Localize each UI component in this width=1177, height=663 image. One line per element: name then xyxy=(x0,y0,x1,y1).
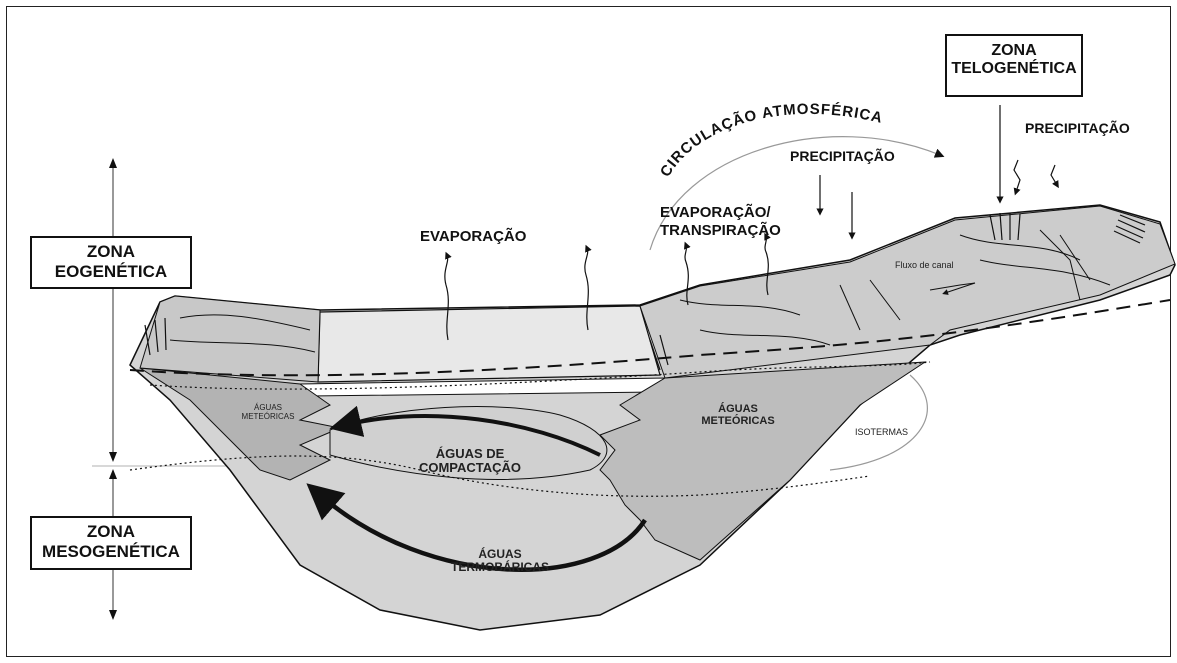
label-fluxo-canal: Fluxo de canal xyxy=(895,261,954,271)
label-aguas-meteoricas-right-1: ÁGUAS xyxy=(718,403,758,415)
label-evaporacao: EVAPORAÇÃO xyxy=(420,228,526,245)
label-precipitacao-1: PRECIPITAÇÃO xyxy=(790,148,895,164)
label-aguas-meteoricas-left: ÁGUAS METEÓRICAS xyxy=(228,404,308,422)
label-isotermas: ISOTERMAS xyxy=(855,428,908,438)
label-compactacao-1: ÁGUAS DE xyxy=(436,446,505,461)
label-termobaricas-2: TERMOBÁRICAS xyxy=(451,560,549,574)
label-evapotranspiracao-1: EVAPORAÇÃO/ xyxy=(660,204,771,221)
label-termobaricas-1: ÁGUAS xyxy=(478,547,521,561)
label-aguas-meteoricas-right-2: METEÓRICAS xyxy=(701,415,774,427)
label-aguas-meteoricas-left-2: METEÓRICAS xyxy=(242,412,295,421)
label-circulacao-atmosferica: CIRCULAÇÃO ATMOSFÉRICA xyxy=(657,101,885,180)
label-aguas-meteoricas-left-1: ÁGUAS xyxy=(254,403,282,412)
label-evapotranspiracao-2: TRANSPIRAÇÃO xyxy=(660,222,781,239)
label-compactacao-2: COMPACTAÇÃO xyxy=(419,460,521,475)
svg-text:CIRCULAÇÃO ATMOSFÉRICA: CIRCULAÇÃO ATMOSFÉRICA xyxy=(657,101,885,180)
label-aguas-meteoricas-right: ÁGUAS METEÓRICAS xyxy=(688,403,788,427)
label-aguas-termobaricas: ÁGUAS TERMOBÁRICAS xyxy=(440,548,560,574)
label-precipitacao-2: PRECIPITAÇÃO xyxy=(1025,120,1130,136)
label-aguas-de-compactacao: ÁGUAS DE COMPACTAÇÃO xyxy=(400,447,540,476)
